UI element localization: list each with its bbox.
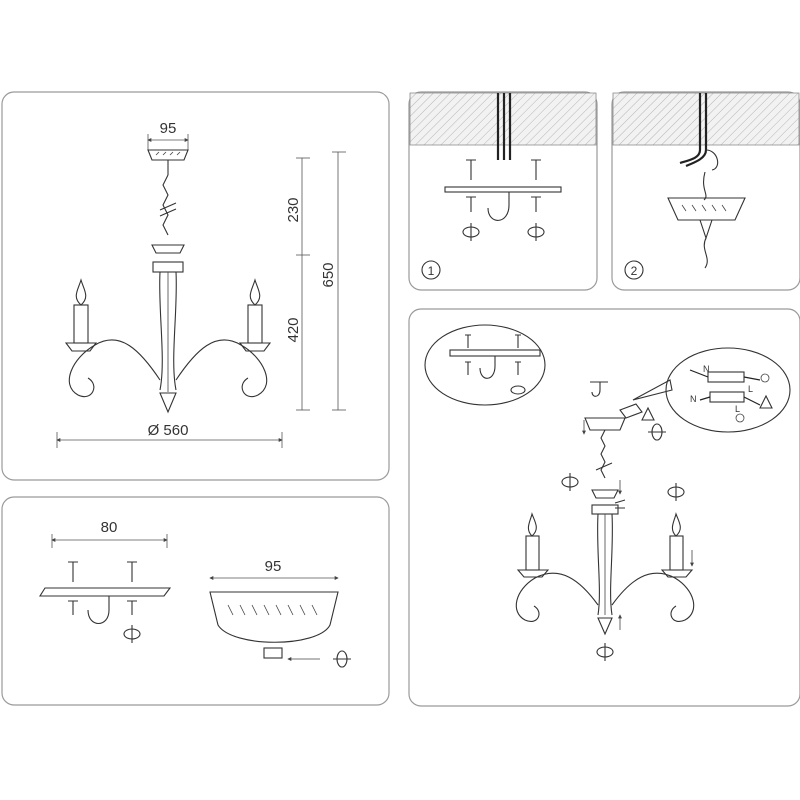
height-dimensions: 230 420 650 — [285, 151, 346, 411]
diameter-label: Ø 560 — [148, 422, 189, 439]
chandelier-drawing — [64, 149, 272, 414]
dimensions-panel: 95 — [1, 91, 390, 481]
mounting-bracket — [444, 186, 562, 193]
assembly-panel: N L N L — [408, 308, 800, 707]
hook-icon — [87, 596, 110, 625]
wiring-l-bottom: L — [735, 404, 740, 414]
warning-icon — [641, 394, 773, 421]
wiring-n-bottom: N — [690, 394, 697, 404]
screw-icon — [466, 159, 541, 212]
rotate-icon — [596, 643, 614, 661]
lower-height-label: 420 — [285, 317, 302, 342]
top-width-label: 95 — [160, 120, 177, 137]
rotate-icon — [333, 650, 351, 668]
step1-number: 1 — [428, 264, 435, 278]
step2-panel: 2 — [611, 91, 800, 291]
screw-icon — [68, 561, 137, 615]
rotate-icon — [648, 423, 666, 441]
step1-panel: 1 — [408, 91, 598, 291]
total-height-label: 650 — [320, 262, 337, 287]
canopy-width-label: 95 — [265, 558, 282, 575]
top-width-dimension: 95 — [147, 120, 189, 150]
bracket-spacing-label: 80 — [101, 519, 118, 536]
canopy-side-view — [209, 591, 339, 643]
wiring-n-top: N — [703, 364, 710, 374]
rotate-icon — [123, 625, 141, 643]
bracket-detail-bubble — [424, 324, 546, 406]
wiring-l-top: L — [748, 384, 753, 394]
wiring-detail-bubble — [665, 347, 791, 433]
upper-height-label: 230 — [285, 197, 302, 222]
hook-icon — [487, 192, 510, 221]
rotate-icon — [667, 483, 685, 501]
bracket-plate — [39, 587, 172, 597]
bracket-panel: 80 95 — [1, 496, 390, 706]
step1-badge — [421, 260, 441, 280]
rotate-icon — [561, 473, 579, 491]
ground-icon — [735, 373, 770, 423]
diameter-dimension: Ø 560 — [56, 422, 283, 448]
canopy-drawing — [667, 197, 746, 221]
rotate-icon — [462, 223, 545, 241]
step2-number: 2 — [631, 264, 638, 278]
step2-badge — [624, 260, 644, 280]
